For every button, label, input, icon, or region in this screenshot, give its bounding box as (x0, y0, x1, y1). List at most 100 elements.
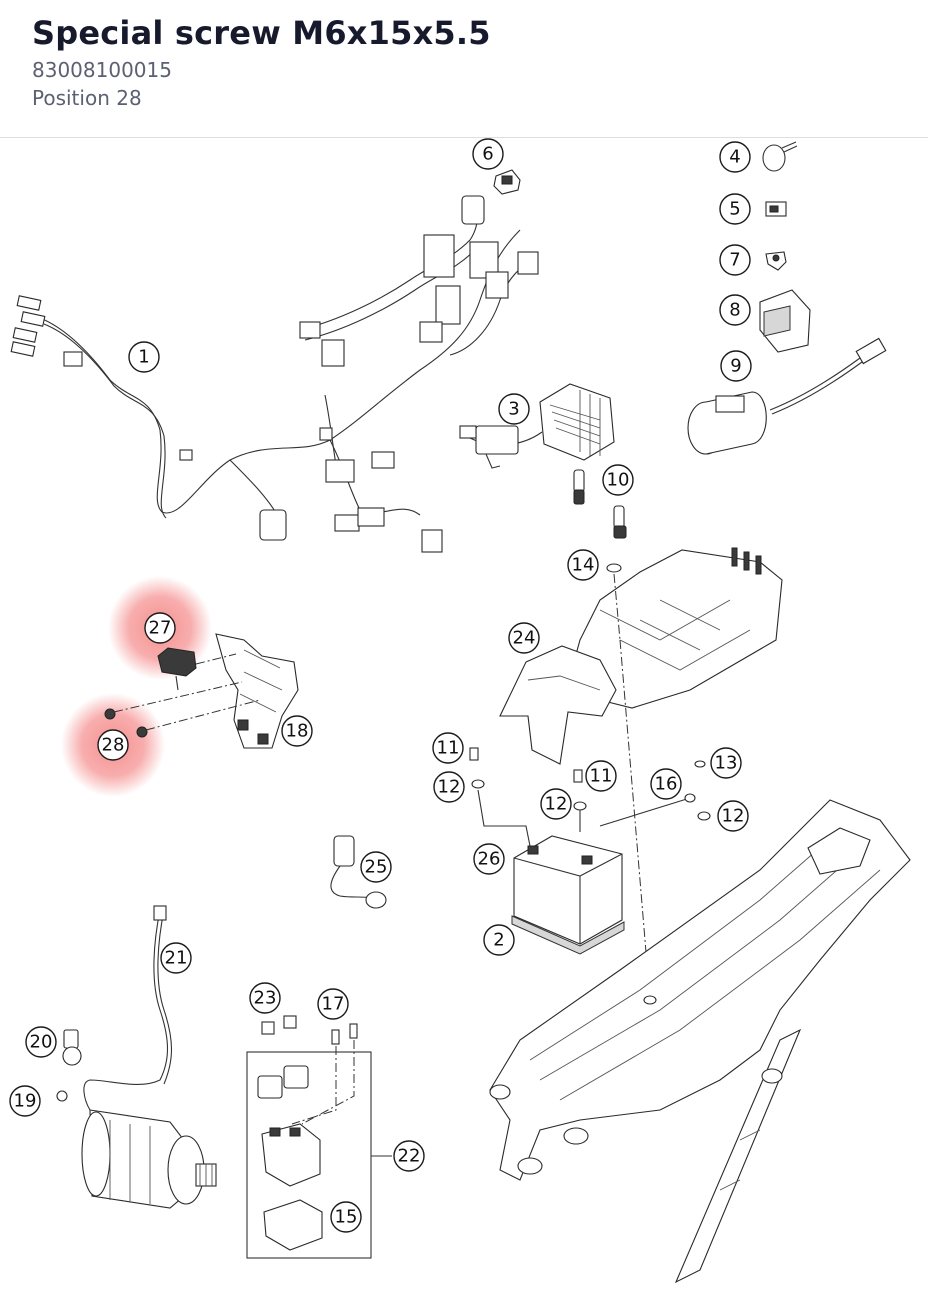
callout-2[interactable]: 2 (483, 924, 515, 956)
callout-25[interactable]: 25 (360, 851, 392, 883)
callout-23[interactable]: 23 (249, 982, 281, 1014)
cable-tie-part-4 (762, 141, 798, 172)
callout-label: 11 (437, 738, 460, 759)
callout-label: 3 (508, 399, 519, 420)
callout-12b[interactable]: 12 (540, 788, 572, 820)
callout-3[interactable]: 3 (498, 393, 530, 425)
callout-label: 8 (729, 300, 740, 321)
callout-label: 2 (493, 930, 504, 951)
callout-label: 10 (607, 470, 630, 491)
page-header: Special screw M6x15x5.5 83008100015 Posi… (0, 0, 928, 138)
bolt-part-16 (599, 793, 696, 827)
callout-17[interactable]: 17 (317, 988, 349, 1020)
callout-label: 13 (715, 753, 738, 774)
battery-lead-line (477, 789, 531, 847)
nut-part-19 (56, 1090, 68, 1102)
callout-6[interactable]: 6 (472, 138, 504, 170)
special-screw-part-28 (104, 708, 148, 738)
switch-part-25 (330, 835, 387, 909)
callout-label: 4 (729, 147, 740, 168)
callout-label: 16 (655, 774, 678, 795)
assembly-line-27 (195, 653, 237, 665)
starter-motor (81, 1109, 217, 1209)
fuse-part-23 (261, 1015, 297, 1035)
callout-11b[interactable]: 11 (585, 760, 617, 792)
callout-18[interactable]: 18 (281, 715, 313, 747)
callout-11a[interactable]: 11 (432, 732, 464, 764)
callout-14[interactable]: 14 (567, 549, 599, 581)
callout-26[interactable]: 26 (473, 843, 505, 875)
callout-12c[interactable]: 12 (717, 800, 749, 832)
callout-label: 6 (482, 144, 493, 165)
callout-21[interactable]: 21 (160, 942, 192, 974)
callout-label: 9 (730, 356, 741, 377)
clip-part-7 (765, 251, 787, 271)
callout-label: 21 (165, 948, 188, 969)
starter-cable-part-21 (83, 905, 172, 1111)
callout-12a[interactable]: 12 (433, 771, 465, 803)
callout-19[interactable]: 19 (9, 1085, 41, 1117)
callout-16[interactable]: 16 (650, 768, 682, 800)
assembly-line-28a (113, 681, 243, 713)
callout-15[interactable]: 15 (330, 1201, 362, 1233)
rear-subframe (489, 799, 911, 1284)
callout-label: 5 (729, 199, 740, 220)
callout-label: 23 (254, 988, 277, 1009)
wiring-harness (10, 195, 539, 553)
clamp-part-20 (62, 1029, 82, 1066)
callout-label: 28 (102, 735, 125, 756)
battery-tray-part-24 (499, 547, 783, 765)
part-number: 83008100015 (32, 58, 172, 82)
callout-28[interactable]: 28 (97, 729, 129, 761)
callout-8[interactable]: 8 (719, 294, 751, 326)
callout-label: 27 (149, 618, 172, 639)
assembly-line-14 (619, 639, 651, 1001)
connector-part-6 (493, 169, 521, 195)
relay-group-part-22 (246, 1051, 392, 1259)
screw-part-17 (291, 1023, 358, 1125)
callout-label: 7 (729, 250, 740, 271)
callout-label: 12 (722, 806, 745, 827)
cover-part-15 (263, 1199, 323, 1251)
screw-part-14 (606, 563, 622, 641)
callout-label: 18 (286, 721, 309, 742)
callout-5[interactable]: 5 (719, 193, 751, 225)
screw-part-13 (694, 760, 706, 768)
callout-label: 19 (14, 1091, 37, 1112)
battery-bolt-part-11 (469, 747, 583, 783)
callout-label: 11 (590, 766, 613, 787)
callout-label: 17 (322, 994, 345, 1015)
callout-label: 15 (335, 1207, 358, 1228)
cover-part-8 (759, 289, 811, 353)
callout-label: 1 (138, 347, 149, 368)
callout-label: 25 (365, 857, 388, 878)
callout-1[interactable]: 1 (128, 341, 160, 373)
callout-label: 24 (513, 628, 536, 649)
assembly-line-28b (145, 699, 261, 731)
rubber-damper-part-27 (157, 647, 197, 691)
clip-part-5 (765, 201, 787, 217)
callout-27[interactable]: 27 (144, 612, 176, 644)
callout-label: 20 (30, 1032, 53, 1053)
washer-part-12 (471, 779, 711, 821)
sensor-part-9 (687, 337, 887, 455)
callout-10[interactable]: 10 (602, 464, 634, 496)
callout-20[interactable]: 20 (25, 1026, 57, 1058)
regulator-part-3 (459, 383, 615, 469)
callout-7[interactable]: 7 (719, 244, 751, 276)
callout-label: 12 (545, 794, 568, 815)
callout-24[interactable]: 24 (508, 622, 540, 654)
callout-label: 14 (572, 555, 595, 576)
battery-part-2 (511, 835, 625, 955)
callout-4[interactable]: 4 (719, 141, 751, 173)
callout-13[interactable]: 13 (710, 747, 742, 779)
fuse-part-10 (573, 469, 627, 539)
fuse-block-inner (257, 1065, 321, 1187)
callout-label: 26 (478, 849, 501, 870)
callout-label: 22 (398, 1146, 421, 1167)
callout-22[interactable]: 22 (393, 1140, 425, 1172)
callout-9[interactable]: 9 (720, 350, 752, 382)
position-label: Position 28 (32, 86, 142, 110)
callout-label: 12 (438, 777, 461, 798)
part-title: Special screw M6x15x5.5 (32, 14, 491, 52)
